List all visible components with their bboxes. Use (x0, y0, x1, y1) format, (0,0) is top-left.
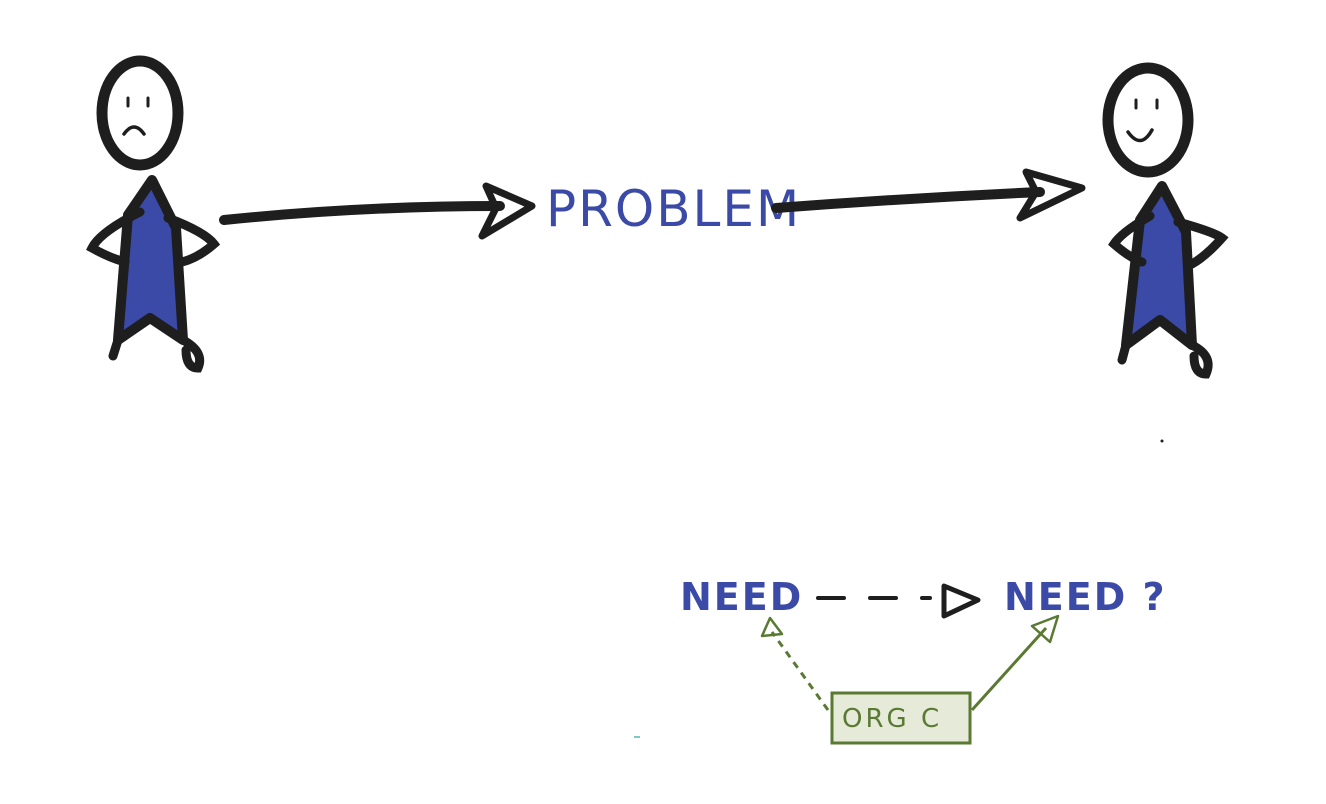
left-person-head (96, 55, 184, 171)
problem-label: PROBLEM (546, 180, 801, 238)
org-c-box: ORG C (830, 691, 972, 745)
dashed-arrow-need (816, 583, 981, 619)
arrow-from-problem-shaft (771, 187, 1045, 213)
left-person-figure (86, 55, 221, 373)
stray-dot (1160, 439, 1164, 443)
left-person-left-arm (86, 207, 145, 267)
arrow-to-problem-head (478, 182, 536, 240)
org-c-box-rect (830, 691, 972, 745)
right-person-feet (1117, 340, 1213, 379)
need-left-label: NEED (680, 575, 803, 619)
arrow-from-problem-head (1016, 168, 1086, 222)
org-solid-arrow (970, 614, 1060, 712)
arrow-to-problem (219, 182, 536, 240)
right-person-head (1102, 62, 1194, 178)
left-person-eyes (126, 96, 150, 108)
org-dashed-arrow-shaft (770, 631, 830, 711)
arrow-from-problem (771, 168, 1086, 222)
org-dashed-arrow (760, 616, 830, 711)
right-person-smile (1126, 128, 1154, 143)
org-solid-arrow-shaft (970, 626, 1048, 712)
org-solid-arrow-head (1030, 614, 1060, 644)
right-person-eyes (1134, 98, 1159, 110)
org-dashed-arrow-head (760, 616, 784, 638)
left-person-feet (108, 335, 205, 373)
need-right-label: NEED ? (1004, 575, 1167, 619)
right-person-figure (1102, 62, 1229, 379)
right-person-body (1121, 181, 1197, 350)
left-person-right-arm (163, 213, 221, 267)
right-person-right-arm (1173, 217, 1229, 269)
dashed-arrow-need-head (941, 583, 981, 619)
org-c-label: ORG C (842, 704, 942, 734)
right-person-left-arm (1108, 211, 1155, 267)
left-person-frown (122, 125, 146, 136)
arrow-to-problem-shaft (219, 201, 505, 225)
